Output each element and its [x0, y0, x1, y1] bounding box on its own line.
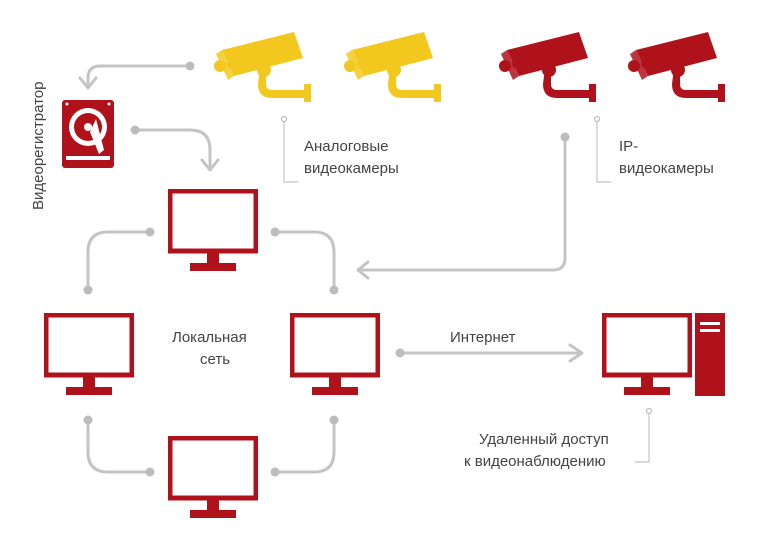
- connector-dots: [83, 61, 570, 477]
- analog-to-recorder-line: [86, 64, 192, 88]
- monitor-right-icon: [292, 315, 378, 395]
- remote-label-line1: Удаленный доступ: [479, 431, 609, 448]
- monitor-remote-icon: [604, 315, 690, 395]
- arrow-to-internet: [568, 343, 584, 363]
- recorder-to-monitor-line: [133, 128, 212, 170]
- remote-label-pointer: [634, 411, 650, 463]
- ip-to-network-line: [356, 135, 567, 272]
- ip-label-pointer: [596, 119, 612, 183]
- analog-camera-1-icon: [214, 32, 311, 102]
- analog-camera-2-icon: [344, 32, 441, 102]
- ip-pointer-dot: [593, 115, 601, 123]
- analog-label-pointer: [283, 119, 299, 183]
- internet-label: Интернет: [450, 329, 516, 346]
- ip-label-line1: IP-: [619, 138, 638, 155]
- monitor-left-icon: [46, 315, 132, 395]
- remote-pointer-dot: [645, 407, 653, 415]
- ip-camera-2-icon: [628, 32, 725, 102]
- lan-top-left-line: [86, 230, 152, 292]
- pc-tower-icon: [695, 313, 725, 396]
- analog-pointer-dot: [280, 115, 288, 123]
- arrow-to-top-monitor: [200, 158, 220, 172]
- arrow-from-ip: [356, 260, 370, 280]
- monitor-bottom-icon: [170, 438, 256, 518]
- ip-camera-1-icon: [499, 32, 596, 102]
- lan-bottom-left-line: [86, 418, 152, 474]
- lan-top-right-line: [273, 230, 336, 292]
- arrow-to-recorder: [78, 76, 98, 90]
- lan-bottom-right-line: [273, 418, 336, 474]
- connector-lines: [86, 64, 650, 474]
- ip-label-line2: видеокамеры: [619, 160, 714, 177]
- recorder-label: Видеорегистратор: [30, 82, 47, 210]
- remote-label-line2: к видеонаблюдению: [464, 453, 606, 470]
- lan-label-line1: Локальная: [172, 329, 247, 346]
- analog-label-line1: Аналоговые: [304, 138, 388, 155]
- arrow-heads: [78, 76, 584, 363]
- analog-label-line2: видеокамеры: [304, 160, 399, 177]
- monitor-top-icon: [170, 191, 256, 271]
- hard-drive-icon: [62, 100, 114, 168]
- lan-label-line2: сеть: [200, 351, 230, 368]
